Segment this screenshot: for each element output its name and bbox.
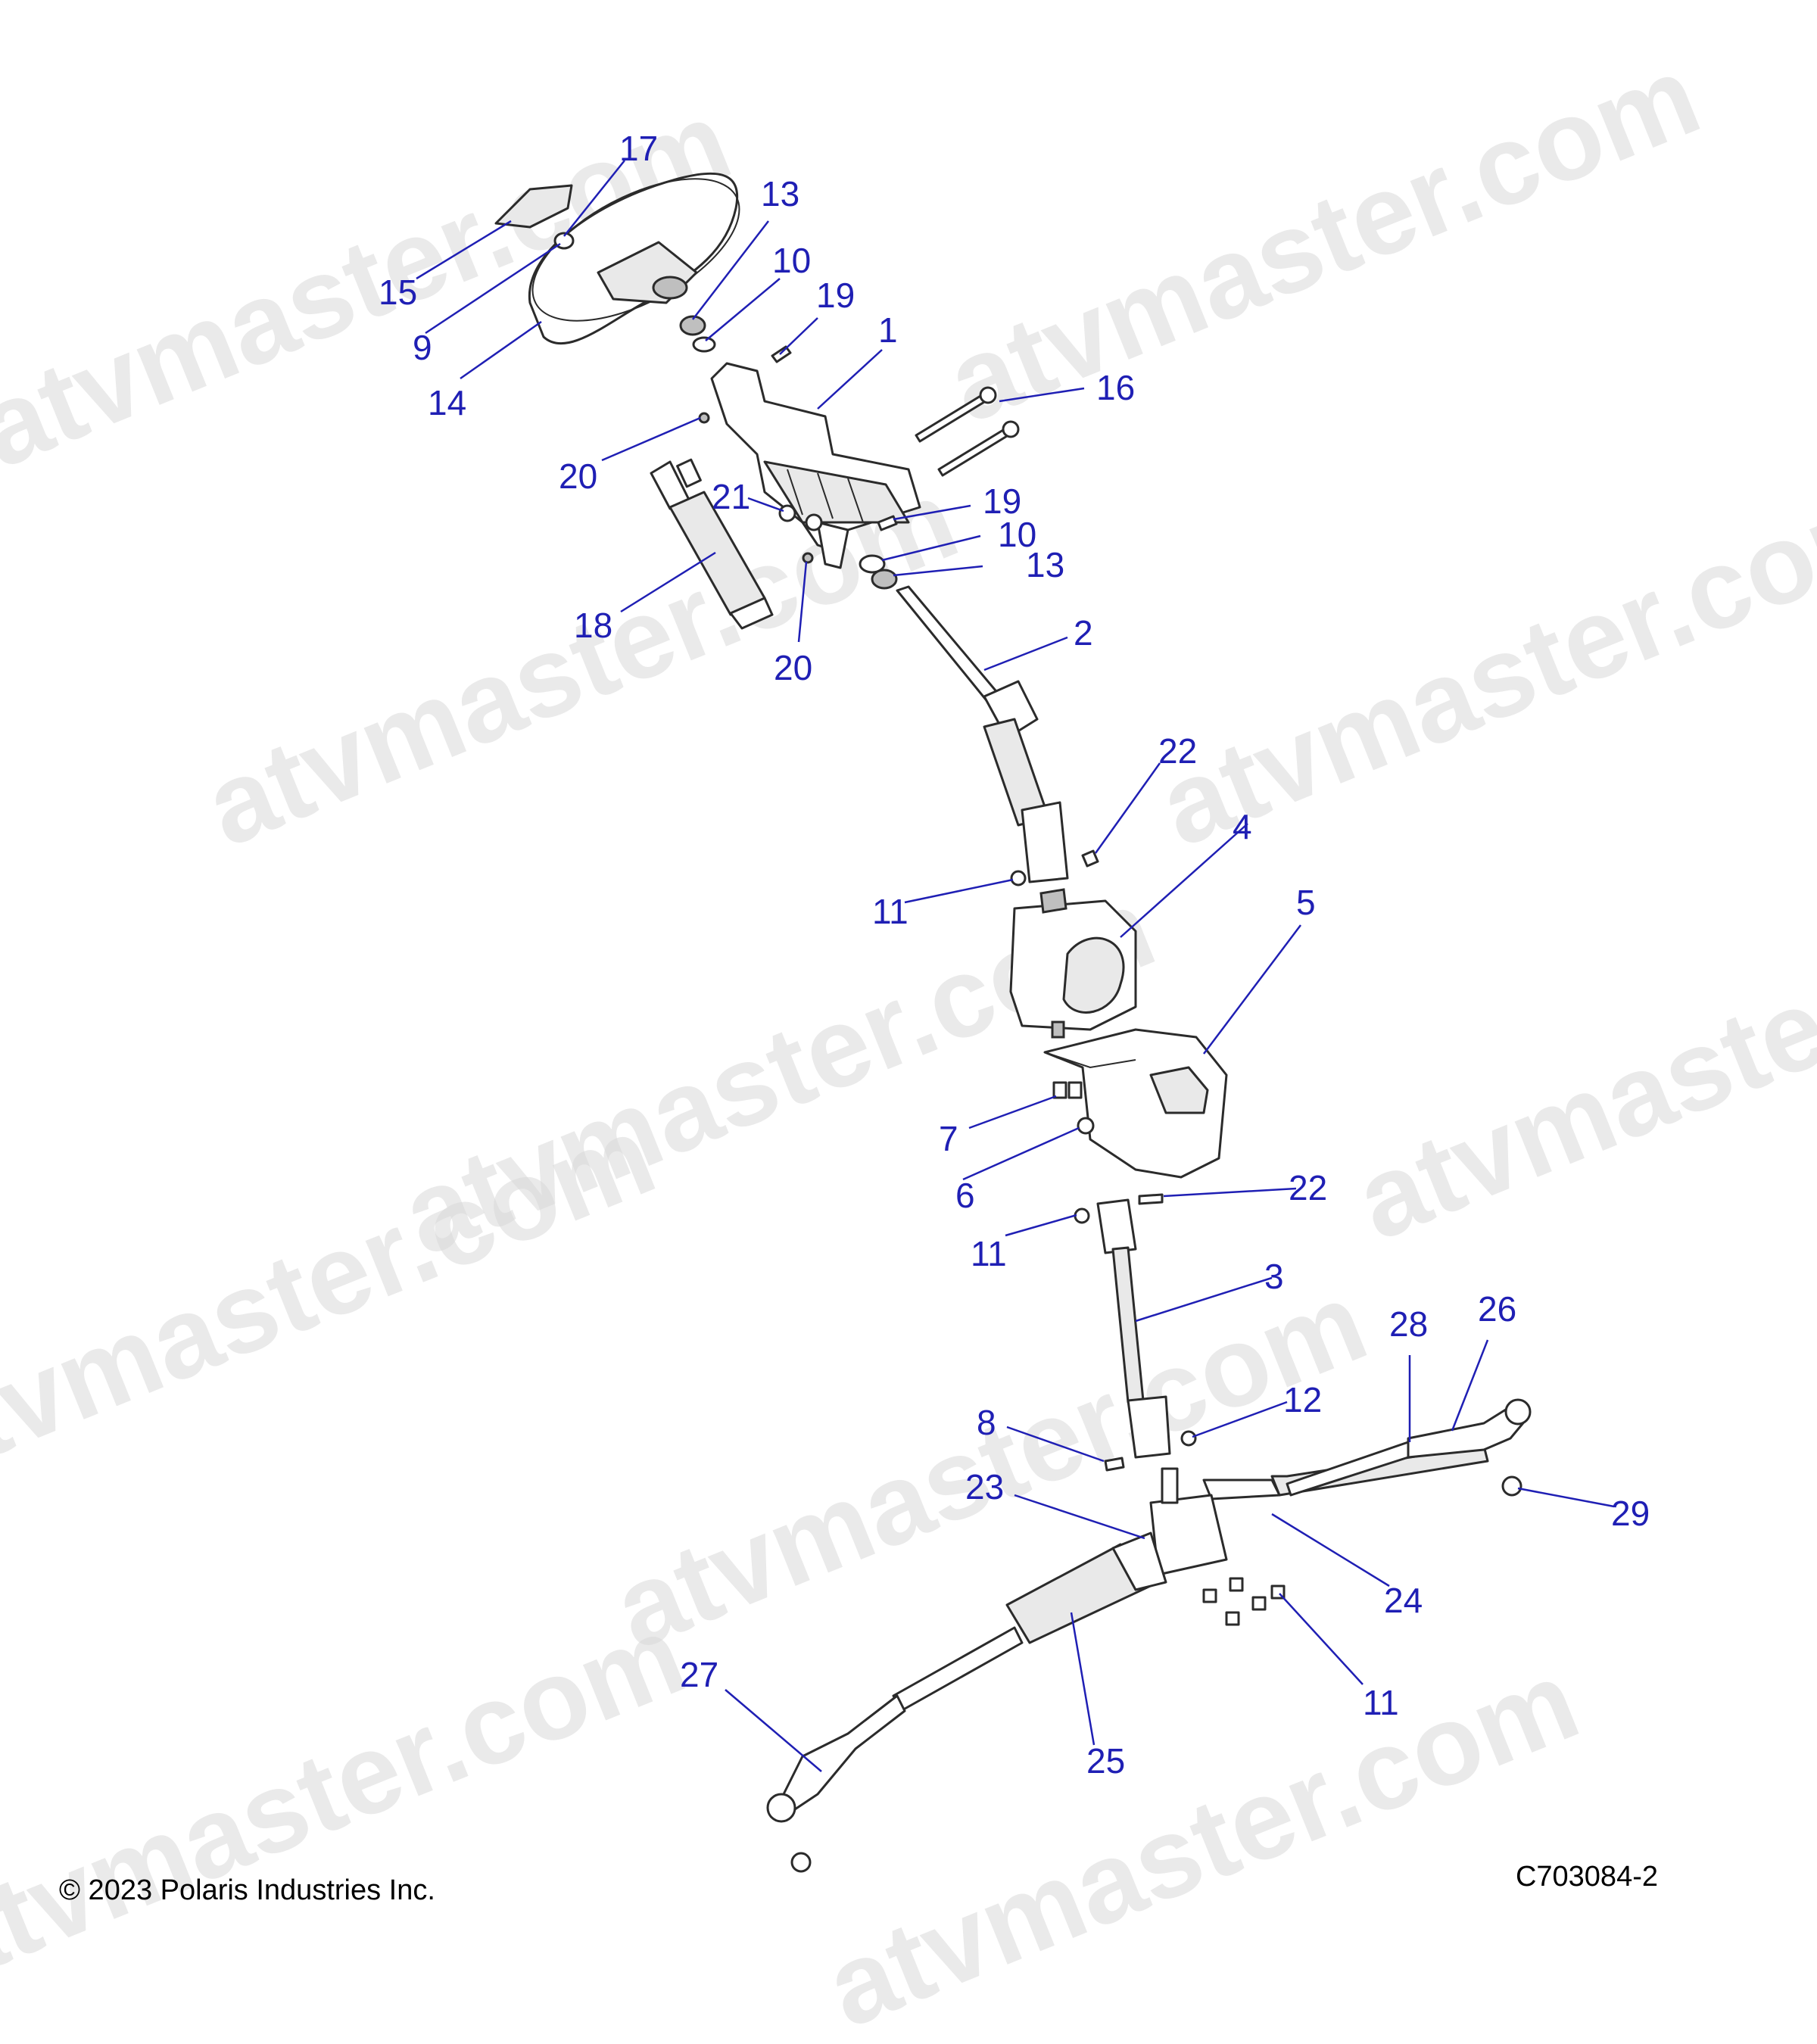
callout-20: 20 bbox=[774, 648, 812, 687]
callout-11: 11 bbox=[872, 892, 908, 931]
callout-19: 19 bbox=[816, 276, 855, 315]
callout-4: 4 bbox=[1233, 807, 1252, 846]
callout-12: 12 bbox=[1283, 1380, 1322, 1419]
callout-13: 13 bbox=[1026, 545, 1064, 584]
callout-27: 27 bbox=[680, 1655, 718, 1694]
watermark: atvmaster.com bbox=[930, 30, 1716, 446]
callout-17: 17 bbox=[619, 129, 658, 168]
nut-11-lower bbox=[1074, 1207, 1090, 1224]
watermarks: atvmaster.com atvmaster.com atvmaster.co… bbox=[0, 30, 1817, 2044]
callout-24: 24 bbox=[1384, 1581, 1423, 1620]
leader-lines bbox=[416, 160, 1615, 1772]
nut-small bbox=[698, 412, 710, 424]
callout-9: 9 bbox=[413, 328, 432, 367]
callout-29: 29 bbox=[1611, 1494, 1650, 1533]
tilt-strut bbox=[650, 458, 774, 630]
nut-29 bbox=[1501, 1475, 1522, 1497]
callout-10: 10 bbox=[998, 515, 1036, 554]
upper-shaft bbox=[896, 585, 1069, 883]
nut-11 bbox=[1010, 870, 1027, 886]
figure-number: C703084-2 bbox=[1515, 1861, 1658, 1893]
screw-lower bbox=[877, 515, 898, 531]
rack-nut bbox=[1251, 1596, 1267, 1611]
callout-20: 20 bbox=[559, 456, 597, 496]
power-steering-unit bbox=[1009, 888, 1137, 1039]
callout-10: 10 bbox=[772, 241, 811, 280]
callout-26: 26 bbox=[1478, 1289, 1516, 1329]
nut-21 bbox=[805, 513, 823, 531]
callout-23: 23 bbox=[965, 1467, 1004, 1507]
bolt-head bbox=[979, 386, 997, 404]
watermark: atvmaster.com bbox=[1339, 848, 1817, 1263]
callout-22: 22 bbox=[1158, 731, 1197, 771]
bushing-lower bbox=[871, 569, 898, 590]
wheel-cover bbox=[494, 184, 573, 229]
callout-25: 25 bbox=[1086, 1741, 1125, 1781]
callout-22: 22 bbox=[1289, 1168, 1327, 1207]
callout-16: 16 bbox=[1096, 368, 1135, 407]
nut-21 bbox=[778, 504, 796, 522]
pinch-bolt-lower bbox=[1138, 1193, 1164, 1205]
tie-rod-left bbox=[892, 1626, 1024, 1712]
callout-labels: 17 13 10 19 1 15 9 14 16 20 21 19 10 13 … bbox=[379, 129, 1650, 1781]
callout-15: 15 bbox=[379, 273, 417, 312]
fastener-7 bbox=[1067, 1081, 1083, 1099]
tie-rod-end-right bbox=[1407, 1403, 1531, 1459]
callout-7: 7 bbox=[939, 1119, 958, 1158]
callout-2: 2 bbox=[1074, 613, 1093, 653]
tie-rod-end-left bbox=[782, 1694, 906, 1811]
callout-18: 18 bbox=[574, 606, 612, 645]
callout-11: 11 bbox=[1363, 1683, 1399, 1722]
ball-joint-right bbox=[1504, 1398, 1532, 1426]
callout-13: 13 bbox=[761, 174, 799, 213]
watermark: atvmaster.com bbox=[0, 1090, 671, 1506]
callout-3: 3 bbox=[1264, 1257, 1284, 1296]
nut-12 bbox=[1180, 1430, 1197, 1447]
callout-14: 14 bbox=[428, 383, 466, 422]
callout-19: 19 bbox=[983, 481, 1021, 521]
rack-nut bbox=[1225, 1611, 1240, 1626]
bolt-8 bbox=[1104, 1457, 1125, 1472]
callout-5: 5 bbox=[1296, 883, 1316, 922]
column-bracket bbox=[710, 362, 921, 569]
callout-11: 11 bbox=[971, 1234, 1007, 1273]
washer-lower bbox=[859, 554, 886, 574]
callout-6: 6 bbox=[955, 1176, 975, 1215]
steering-rack bbox=[1005, 1444, 1489, 1644]
ball-joint-left bbox=[766, 1793, 796, 1823]
callout-1: 1 bbox=[878, 310, 898, 350]
callout-21: 21 bbox=[712, 477, 750, 516]
watermark: atvmaster.com bbox=[0, 1590, 701, 2005]
nut-small bbox=[802, 552, 814, 564]
nut-6 bbox=[1077, 1117, 1095, 1135]
rack-nut bbox=[1229, 1577, 1244, 1592]
screw-top bbox=[771, 345, 792, 363]
steering-wheel bbox=[528, 172, 740, 345]
rack-nut bbox=[1202, 1588, 1217, 1603]
bolt-head bbox=[1002, 420, 1020, 438]
fastener-7 bbox=[1052, 1081, 1067, 1099]
copyright-notice: © 2023 Polaris Industries Inc. bbox=[59, 1874, 435, 1906]
nut-left bbox=[790, 1852, 812, 1873]
eps-mount-bracket bbox=[1043, 1028, 1228, 1179]
bushing-top bbox=[679, 315, 706, 336]
lower-shaft bbox=[1096, 1198, 1171, 1459]
callout-28: 28 bbox=[1389, 1304, 1428, 1344]
pinch-bolt bbox=[1081, 849, 1099, 868]
callout-8: 8 bbox=[977, 1403, 996, 1442]
washer-top bbox=[692, 336, 716, 353]
